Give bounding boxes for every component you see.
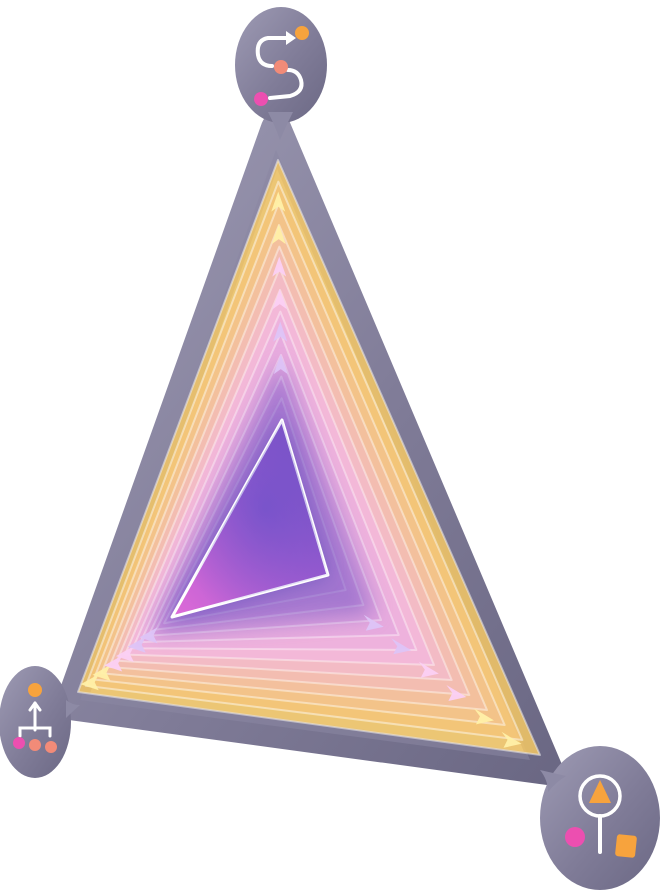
arrow-markers — [80, 191, 522, 748]
arrow-right-1 — [501, 731, 522, 748]
node-left — [0, 666, 80, 778]
arrow-up-3 — [272, 256, 287, 277]
arrow-right-2 — [473, 708, 494, 725]
node-right — [540, 746, 660, 890]
arrow-left-4 — [115, 646, 134, 663]
arrow-up-4 — [272, 289, 287, 310]
node-top — [235, 7, 327, 140]
arrow-up-1 — [271, 191, 286, 212]
arrow-right-6 — [363, 614, 384, 631]
frame-band — [55, 113, 563, 785]
magnifier-shapes-icon — [565, 774, 637, 858]
arrow-right-3 — [446, 685, 467, 701]
arrow-left-6 — [139, 627, 158, 644]
arrow-left-5 — [127, 636, 146, 653]
arrow-left-3 — [104, 655, 123, 672]
arrow-up-5 — [273, 321, 288, 342]
branching-tree-icon — [13, 683, 57, 753]
core-triangle — [170, 418, 330, 619]
arrow-left-1 — [80, 674, 99, 691]
arrow-up-6 — [273, 354, 288, 375]
arrow-left-2 — [92, 664, 111, 681]
arrow-right-4 — [418, 661, 439, 678]
cycle-arrows-icon — [254, 26, 309, 106]
arrow-right-5 — [391, 638, 412, 655]
arrow-up-2 — [271, 224, 286, 245]
